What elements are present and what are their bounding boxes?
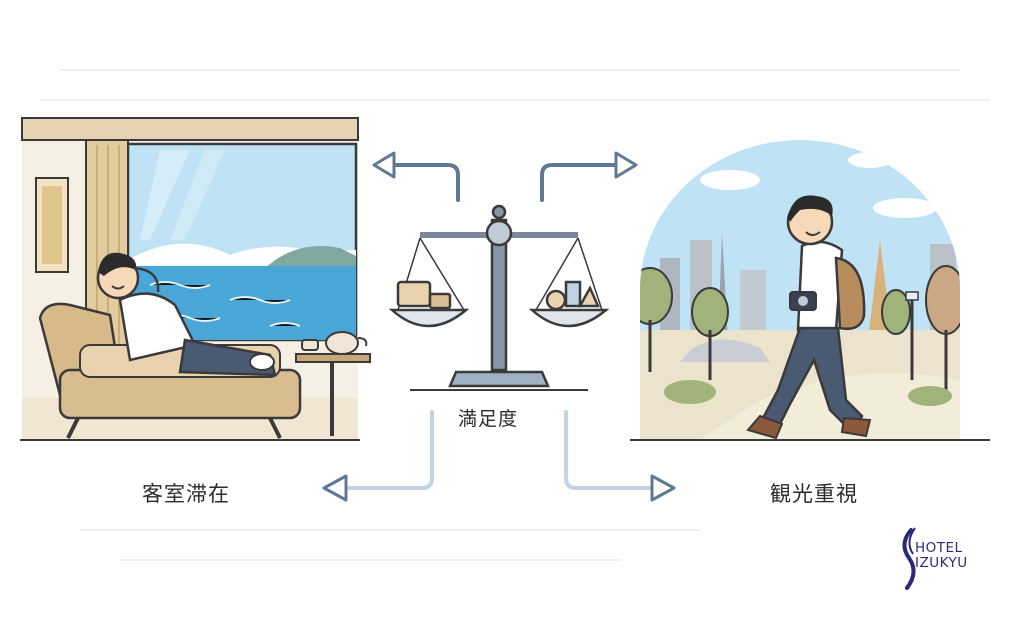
background-sketch [40,69,990,561]
room-scene [20,117,371,441]
arrow-top-right-head [614,151,638,179]
arrows [322,151,676,502]
arrow-top-left [382,163,460,202]
arrow-bottom-left [336,410,434,490]
arrow-bottom-left-head [322,474,348,502]
logo-text-hotel: HOTEL [915,540,963,556]
sightseeing-scene [630,140,990,441]
arrow-top-right [540,163,626,202]
arrow-bottom-right-head [650,474,676,502]
hotel-logo-mark [902,527,916,590]
sightseeing-label: 観光重視 [770,482,858,506]
arrow-top-left-head [372,151,396,179]
room-stay-label: 客室滞在 [142,482,230,506]
balance-scale [388,204,610,388]
arrow-bottom-right [564,410,662,490]
satisfaction-label: 満足度 [458,408,519,430]
logo-text-izukyu: IZUKYU [915,555,968,571]
